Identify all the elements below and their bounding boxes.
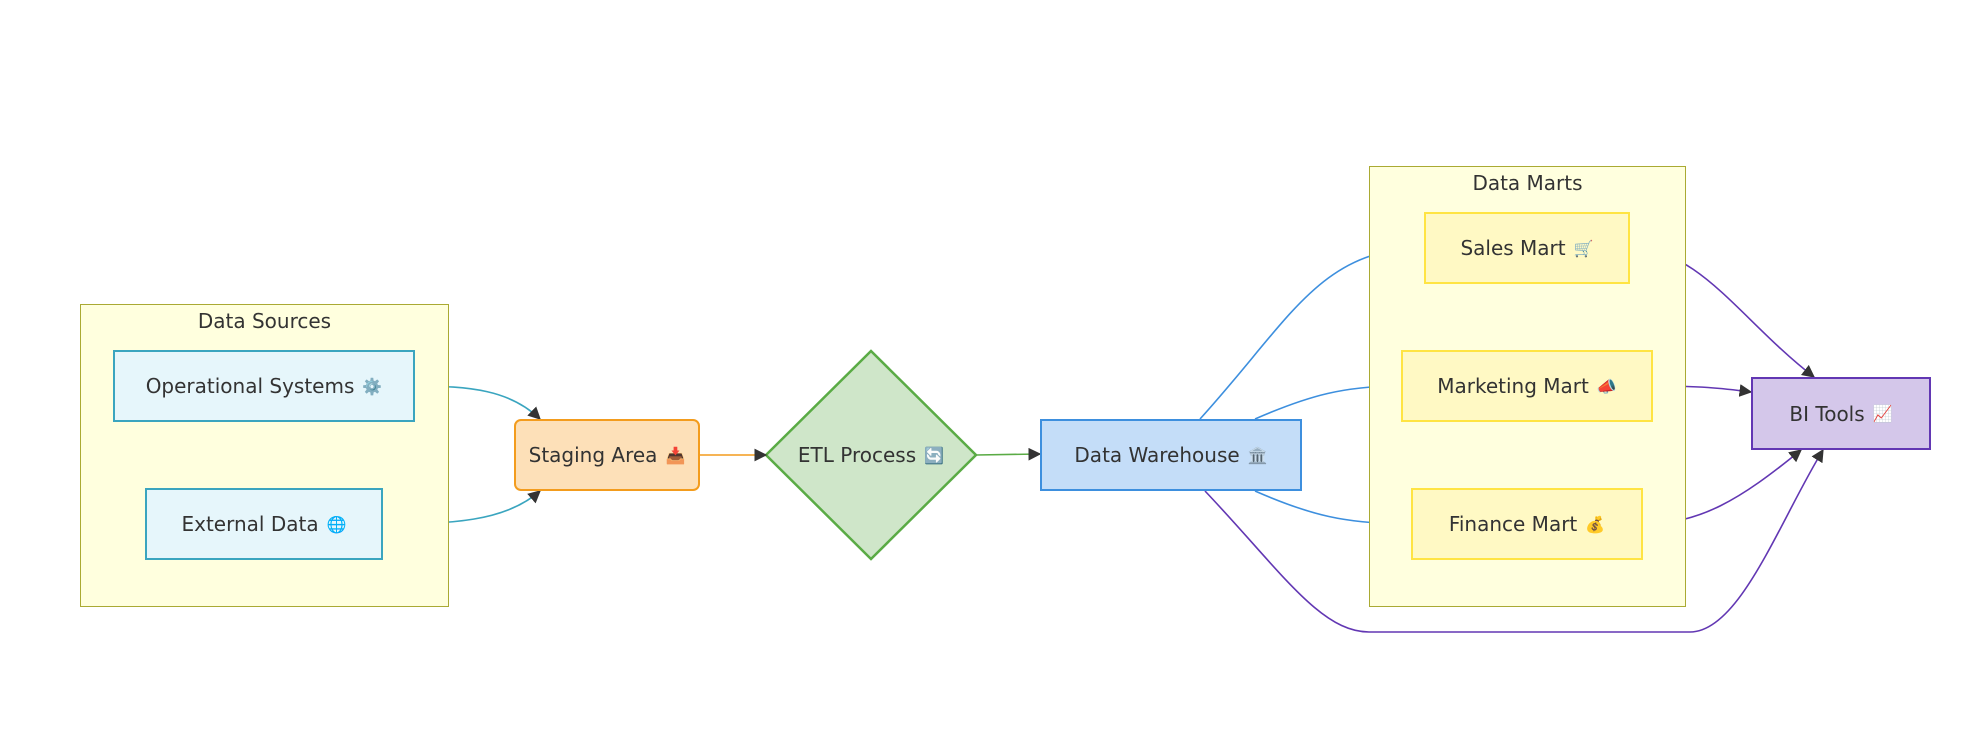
node-label: Staging Area [528, 443, 658, 467]
node-label: Sales Mart [1460, 236, 1566, 260]
classical-building-icon: 🏛️ [1247, 445, 1268, 465]
inbox-tray-icon: 📥 [665, 445, 686, 465]
money-bag-icon: 💰 [1585, 514, 1606, 534]
edge-etl-to-warehouse [975, 447, 1042, 461]
cluster-title: Data Sources [197, 309, 332, 333]
edge-warehouse-to-bi [1204, 448, 1824, 633]
node-finance-mart[interactable]: Finance Mart 💰 [1411, 488, 1643, 560]
globe-icon: 🌐 [326, 514, 347, 534]
cluster-title: Data Marts [1472, 171, 1583, 195]
chart-increasing-icon: 📈 [1872, 404, 1893, 423]
megaphone-icon: 📣 [1596, 376, 1617, 396]
shopping-cart-icon: 🛒 [1573, 238, 1594, 258]
gear-icon: ⚙️ [362, 376, 383, 396]
etl-process-diamond[interactable] [764, 349, 978, 561]
node-sales-mart[interactable]: Sales Mart 🛒 [1424, 212, 1630, 284]
node-bi-tools[interactable]: BI Tools 📈 [1751, 377, 1931, 450]
node-label: Operational Systems [145, 374, 355, 398]
node-label: Finance Mart [1448, 512, 1578, 536]
node-label: ETL Process [797, 443, 917, 467]
node-label: Data Warehouse [1074, 443, 1240, 467]
node-data-warehouse[interactable]: Data Warehouse 🏛️ [1040, 419, 1302, 491]
node-etl-process[interactable]: ETL Process 🔄 [766, 425, 976, 485]
node-marketing-mart[interactable]: Marketing Mart 📣 [1401, 350, 1653, 422]
node-staging-area[interactable]: Staging Area 📥 [514, 419, 700, 491]
node-external-data[interactable]: External Data 🌐 [145, 488, 383, 560]
node-label: BI Tools [1789, 401, 1865, 426]
node-label: External Data [181, 512, 319, 536]
node-label: Marketing Mart [1437, 374, 1589, 398]
refresh-arrows-icon: 🔄 [924, 445, 945, 465]
node-operational-systems[interactable]: Operational Systems ⚙️ [113, 350, 415, 422]
